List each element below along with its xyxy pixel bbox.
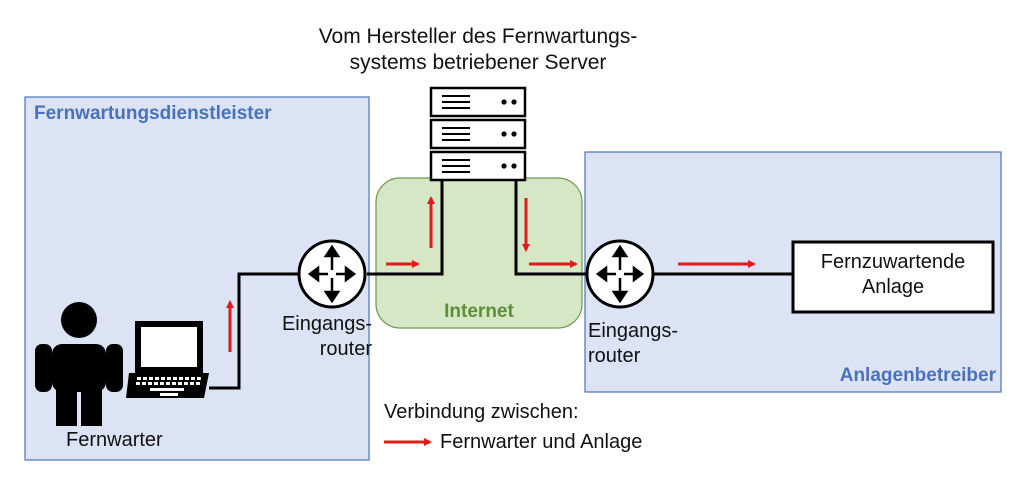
right-router-label-line1: Eingangs- [588, 320, 679, 342]
plant-box [791, 240, 995, 314]
legend-entry: Fernwarter und Anlage [440, 431, 643, 453]
laptop-icon [126, 321, 209, 398]
connection-line [209, 181, 793, 390]
right-router-label-line2: router [588, 345, 641, 367]
left-zone-title: Fernwartungsdienstleister [34, 103, 272, 124]
internet-label: Internet [444, 301, 514, 322]
left-router-label: Eingangs- router [254, 312, 372, 362]
left-router-label-line1: Eingangs- [281, 313, 372, 335]
person-icon [35, 302, 123, 426]
router-icon [297, 239, 367, 309]
right-router-label: Eingangs- router [588, 319, 678, 369]
plant-label: Fernzuwartende Anlage [793, 250, 993, 300]
server-title-line1: Vom Hersteller des Fernwartungs- [318, 25, 638, 48]
plant-label-line2: Anlage [861, 276, 925, 298]
person-label: Fernwarter [66, 429, 163, 451]
left-router-label-line2: router [319, 338, 372, 360]
plant-label-line1: Fernzuwartende [820, 251, 966, 273]
legend-heading: Verbindung zwischen: [384, 401, 579, 423]
server-title: Vom Hersteller des Fernwartungs- systems… [240, 24, 716, 77]
server-icon [429, 86, 527, 182]
server-title-line2: systems betriebener Server [349, 51, 607, 75]
router-icon [585, 239, 655, 309]
right-zone-title: Anlagenbetreiber [839, 365, 996, 386]
